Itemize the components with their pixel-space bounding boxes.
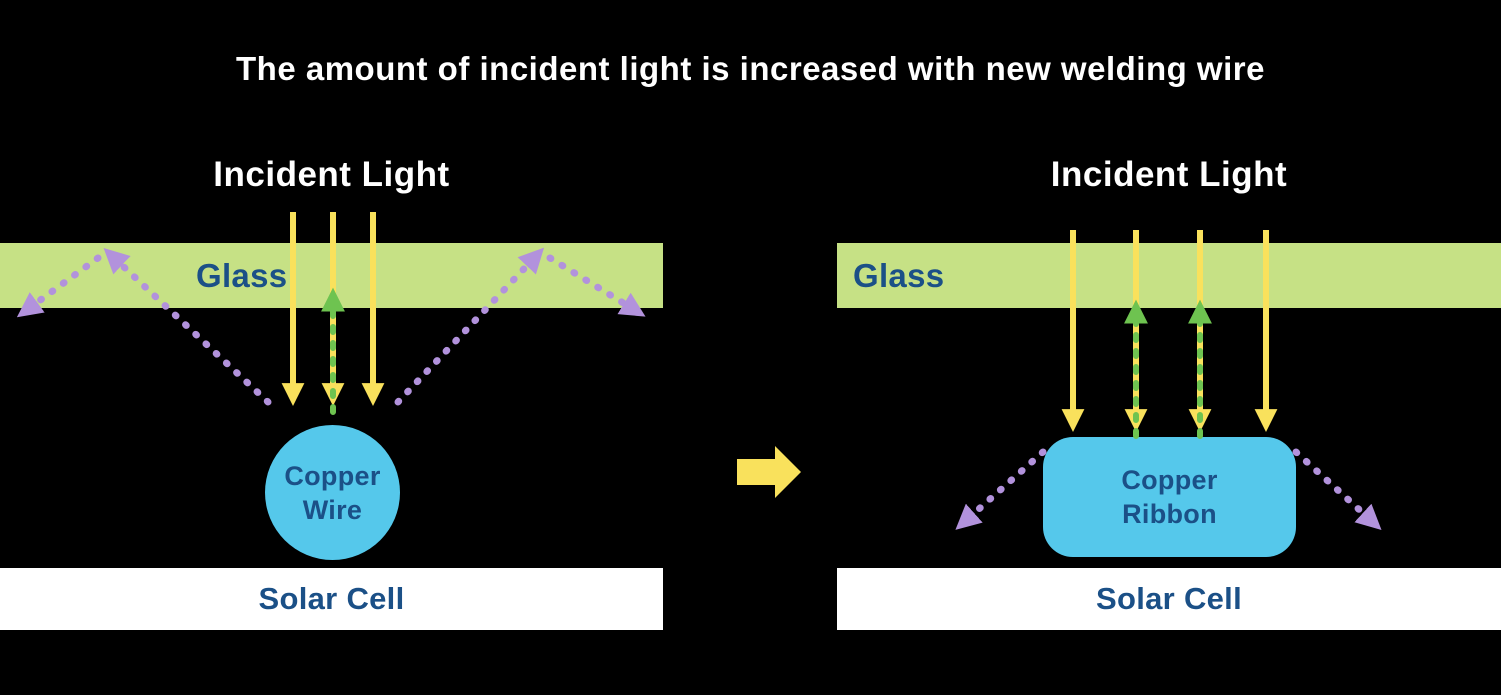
copper-ribbon-label-line1: Copper (1121, 465, 1218, 495)
solar-cell-label-right: Solar Cell (1096, 581, 1242, 616)
transition-arrow (737, 446, 801, 498)
solar-cell-right: Solar Cell (837, 568, 1501, 630)
glass-band-right (837, 243, 1501, 308)
returned-light-arrows-right (1124, 299, 1212, 439)
scattered-arrow (1292, 448, 1382, 530)
glass-label-right: Glass (853, 257, 945, 294)
copper-wire-label-line2: Wire (302, 494, 363, 525)
solar-cell-left: Solar Cell (0, 568, 663, 630)
glass-band-left (0, 243, 663, 308)
solar-cell-label-left: Solar Cell (258, 581, 405, 616)
page-title: The amount of incident light is increase… (236, 50, 1265, 87)
copper-wire: Copper Wire (265, 425, 400, 560)
scattered-arrow (955, 448, 1047, 530)
copper-ribbon-label-line2: Ribbon (1122, 499, 1217, 529)
incident-light-label-right: Incident Light (1050, 155, 1288, 194)
incident-light-label-left: Incident Light (213, 155, 450, 194)
glass-label-left: Glass (196, 257, 288, 294)
copper-wire-label-line1: Copper (284, 460, 381, 491)
copper-ribbon: Copper Ribbon (1043, 437, 1296, 557)
